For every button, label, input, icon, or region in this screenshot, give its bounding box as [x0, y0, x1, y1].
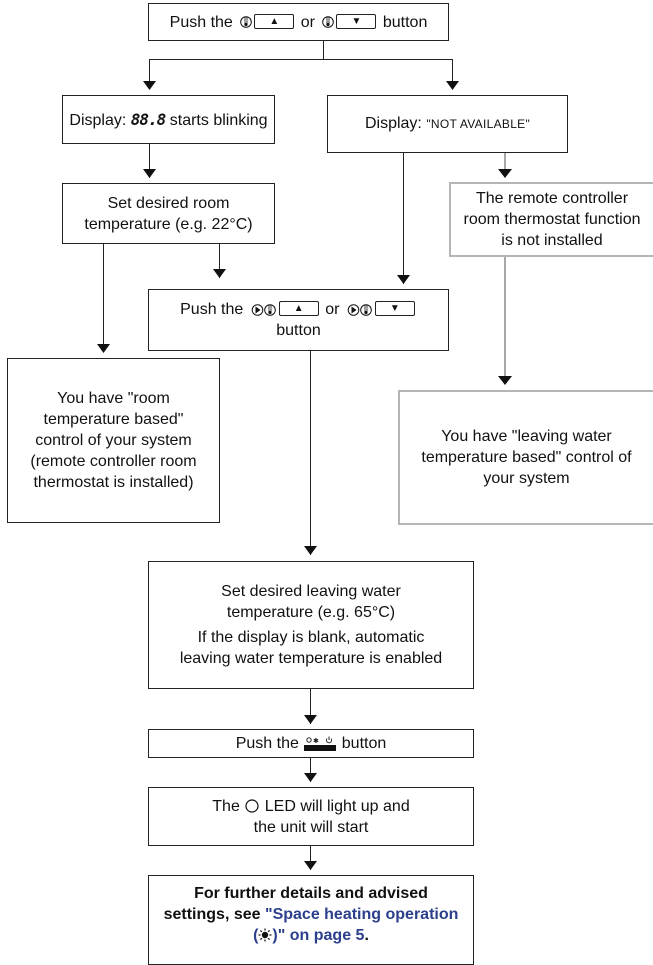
- step-push-onoff-button: Push the ✱ button: [148, 729, 474, 758]
- connector-room-to-push2: [219, 244, 220, 278]
- connector-onoff-to-led: [310, 758, 311, 782]
- push-prefix: Push the: [169, 13, 233, 31]
- push-prefix: Push the: [235, 735, 299, 752]
- thermometer-icon: [322, 16, 335, 29]
- step-push-water-temperature-button: Push the ▲ or ▼ button: [148, 289, 449, 351]
- arrowhead: [446, 81, 459, 90]
- set-room-text: Set desired room temperature (e.g. 22°C): [84, 194, 253, 233]
- segment-display-value: 88.8: [130, 109, 167, 129]
- push-suffix: button: [382, 13, 428, 31]
- step-led-lights-up: The LED will light up and the unit will …: [148, 787, 474, 846]
- up-button-icon: ▲: [254, 13, 295, 29]
- arrowhead: [498, 376, 512, 385]
- arrowhead: [304, 715, 317, 724]
- set-water-line2: If the display is blank, automatic leavi…: [179, 629, 443, 667]
- set-water-line1: Set desired leaving water temperature (e…: [221, 583, 401, 621]
- down-button-icon: ▼: [374, 301, 415, 317]
- water-based-text: You have "leaving water temperature base…: [421, 428, 632, 487]
- not-installed-text: The remote controller room thermostat fu…: [463, 190, 641, 249]
- push-connector: or: [325, 301, 340, 318]
- thermometer-icon: [240, 16, 253, 29]
- leaving-water-icon: [251, 303, 276, 316]
- push-connector: or: [300, 13, 315, 31]
- led-prefix: The: [212, 797, 240, 815]
- connector-led-to-footer: [310, 846, 311, 870]
- led-suffix: LED will light up and the unit will star…: [253, 797, 410, 836]
- room-based-text: You have "room temperature based" contro…: [30, 390, 197, 491]
- step-set-room-temperature: Set desired room temperature (e.g. 22°C): [62, 183, 275, 244]
- arrowhead: [304, 546, 317, 555]
- display-prefix: Display:: [69, 111, 127, 129]
- display-not-available-value: "NOT AVAILABLE": [426, 117, 531, 131]
- footer-further-details: For further details and advised settings…: [148, 875, 474, 965]
- step-set-leaving-water-temperature: Set desired leaving water temperature (e…: [148, 561, 474, 689]
- connector-na-to-push2: [403, 153, 404, 284]
- connector-water-to-onoff: [310, 689, 311, 724]
- display-suffix: starts blinking: [169, 111, 268, 129]
- on-off-button-icon: ✱: [304, 736, 337, 751]
- down-button-icon: ▼: [336, 13, 377, 29]
- connector-na-to-not-installed: [504, 153, 506, 177]
- arrowhead: [498, 169, 512, 178]
- result-leaving-water-based: You have "leaving water temperature base…: [398, 390, 653, 525]
- step-push-temperature-button: Push the ▲ or ▼ button: [148, 3, 449, 41]
- push-suffix: button: [276, 322, 321, 339]
- push-suffix: button: [341, 735, 387, 752]
- arrowhead: [143, 81, 156, 90]
- arrowhead: [213, 269, 226, 278]
- leaving-water-icon: [347, 303, 372, 316]
- up-button-icon: ▲: [278, 301, 319, 317]
- arrowhead: [304, 861, 317, 870]
- space-heating-icon: [258, 928, 272, 942]
- step-display-not-available: Display: "NOT AVAILABLE": [327, 95, 568, 153]
- push-prefix: Push the: [180, 301, 244, 318]
- arrowhead: [97, 344, 110, 353]
- step-thermostat-not-installed: The remote controller room thermostat fu…: [449, 182, 653, 257]
- arrowhead: [304, 773, 317, 782]
- svg-text:✱: ✱: [313, 737, 319, 745]
- footer-text: For further details and advised settings…: [163, 885, 428, 923]
- step-display-blinking: Display: 88.8 starts blinking: [62, 95, 275, 144]
- space-heating-link[interactable]: "Space heating operation ()" on page 5: [253, 906, 459, 944]
- arrowhead: [143, 169, 156, 178]
- footer-period: .: [364, 927, 369, 944]
- result-room-temperature-based: You have "room temperature based" contro…: [7, 358, 220, 523]
- operation-led-icon: [245, 799, 259, 813]
- connector-blink-to-room: [149, 144, 150, 178]
- connector-not-installed-to-result: [504, 257, 506, 376]
- arrowhead: [397, 275, 410, 284]
- connector-push2-to-water: [310, 351, 311, 555]
- connector-room-to-result: [103, 244, 104, 344]
- display-prefix: Display:: [364, 115, 422, 132]
